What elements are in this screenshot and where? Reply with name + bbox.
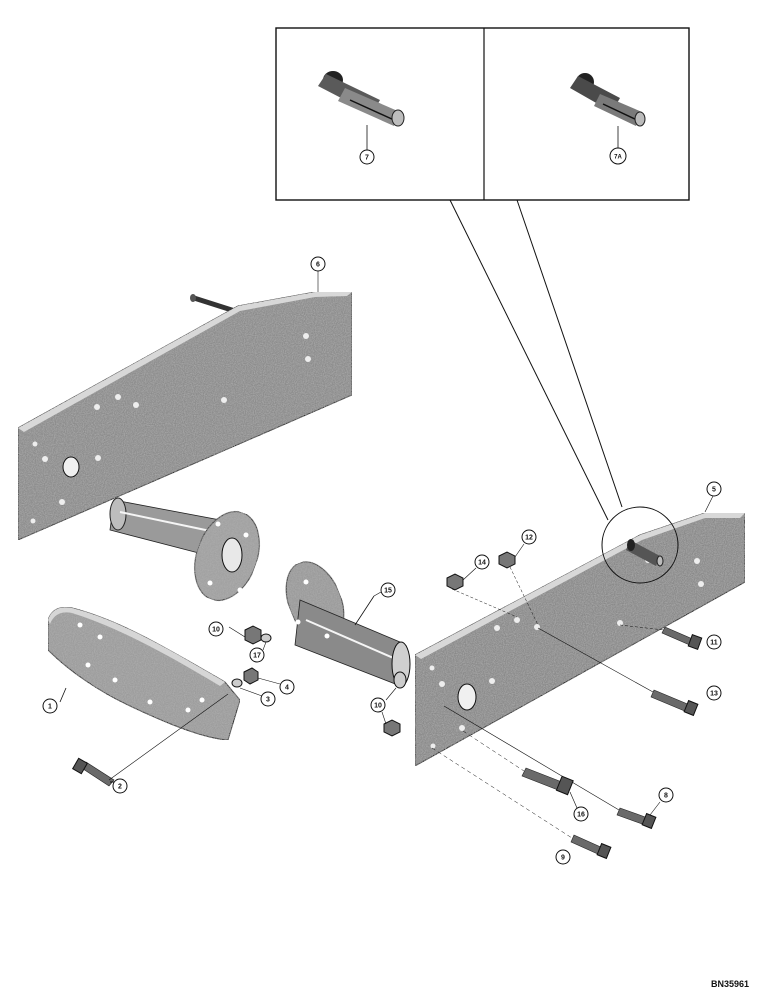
callout-6: 6 <box>310 256 326 272</box>
bolt-16 <box>462 730 578 809</box>
washer-3 <box>231 678 263 697</box>
callout-label: 12 <box>525 535 533 542</box>
inset-leader-line <box>516 199 623 508</box>
callout-5: 5 <box>706 481 722 497</box>
nut-12 <box>498 543 539 626</box>
tube-flange-15 <box>285 561 411 687</box>
callout-4: 4 <box>279 679 295 695</box>
pin-7a <box>570 73 646 148</box>
callout-13: 13 <box>706 685 722 701</box>
side-plate-6 <box>17 291 353 541</box>
callout-9: 9 <box>555 849 571 865</box>
spacer-block-1 <box>47 606 241 741</box>
callout-label: 13 <box>710 691 718 698</box>
bolt-9 <box>431 747 612 860</box>
washer-17 <box>260 633 272 651</box>
bolt-8 <box>443 705 657 830</box>
side-plate-5 <box>414 506 746 767</box>
inset-box <box>275 27 690 201</box>
callout-label: 10 <box>212 627 220 634</box>
nut-10-upper <box>228 625 262 645</box>
nut-4 <box>243 667 281 685</box>
callout-label: 3 <box>266 697 270 704</box>
callout-label: 10 <box>374 703 382 710</box>
callout-label: 5 <box>712 487 716 494</box>
callout-7a: 7A <box>609 147 627 165</box>
callout-16: 16 <box>573 806 589 822</box>
callout-10-lower: 10 <box>370 697 386 713</box>
bolt-13 <box>537 627 699 717</box>
inset-boxes <box>275 27 690 201</box>
callout-label: 16 <box>577 812 585 819</box>
document-number: BN35961 <box>711 979 750 989</box>
bolt-11 <box>619 624 703 650</box>
callout-label: 11 <box>710 640 718 647</box>
callout-1: 1 <box>42 698 58 714</box>
callout-label: 17 <box>253 653 261 660</box>
callout-10-upper: 10 <box>208 621 224 637</box>
callout-14: 14 <box>474 554 490 570</box>
callout-label: 7 <box>365 155 369 162</box>
pin-7 <box>318 71 405 150</box>
callout-8: 8 <box>658 787 674 803</box>
nut-10-lower <box>381 711 401 737</box>
callout-11: 11 <box>706 634 722 650</box>
callout-3: 3 <box>260 691 276 707</box>
callout-label: 7A <box>614 155 622 161</box>
callout-label: 9 <box>561 855 565 862</box>
callout-label: 6 <box>316 262 320 269</box>
callout-2: 2 <box>112 778 128 794</box>
callout-15: 15 <box>373 582 396 598</box>
callout-label: 8 <box>664 793 668 800</box>
nut-14 <box>446 567 518 618</box>
callout-label: 2 <box>118 784 122 791</box>
callout-label: 14 <box>478 560 486 567</box>
callout-12: 12 <box>521 529 537 545</box>
callout-17: 17 <box>249 647 265 663</box>
callout-7: 7 <box>359 149 375 165</box>
inset-leader-line <box>449 199 609 521</box>
tube-flange-rear <box>109 497 260 601</box>
washer-18 <box>385 671 407 701</box>
callout-label: 15 <box>384 588 392 595</box>
callout-label: 1 <box>48 704 52 711</box>
callout-label: 4 <box>285 685 289 692</box>
